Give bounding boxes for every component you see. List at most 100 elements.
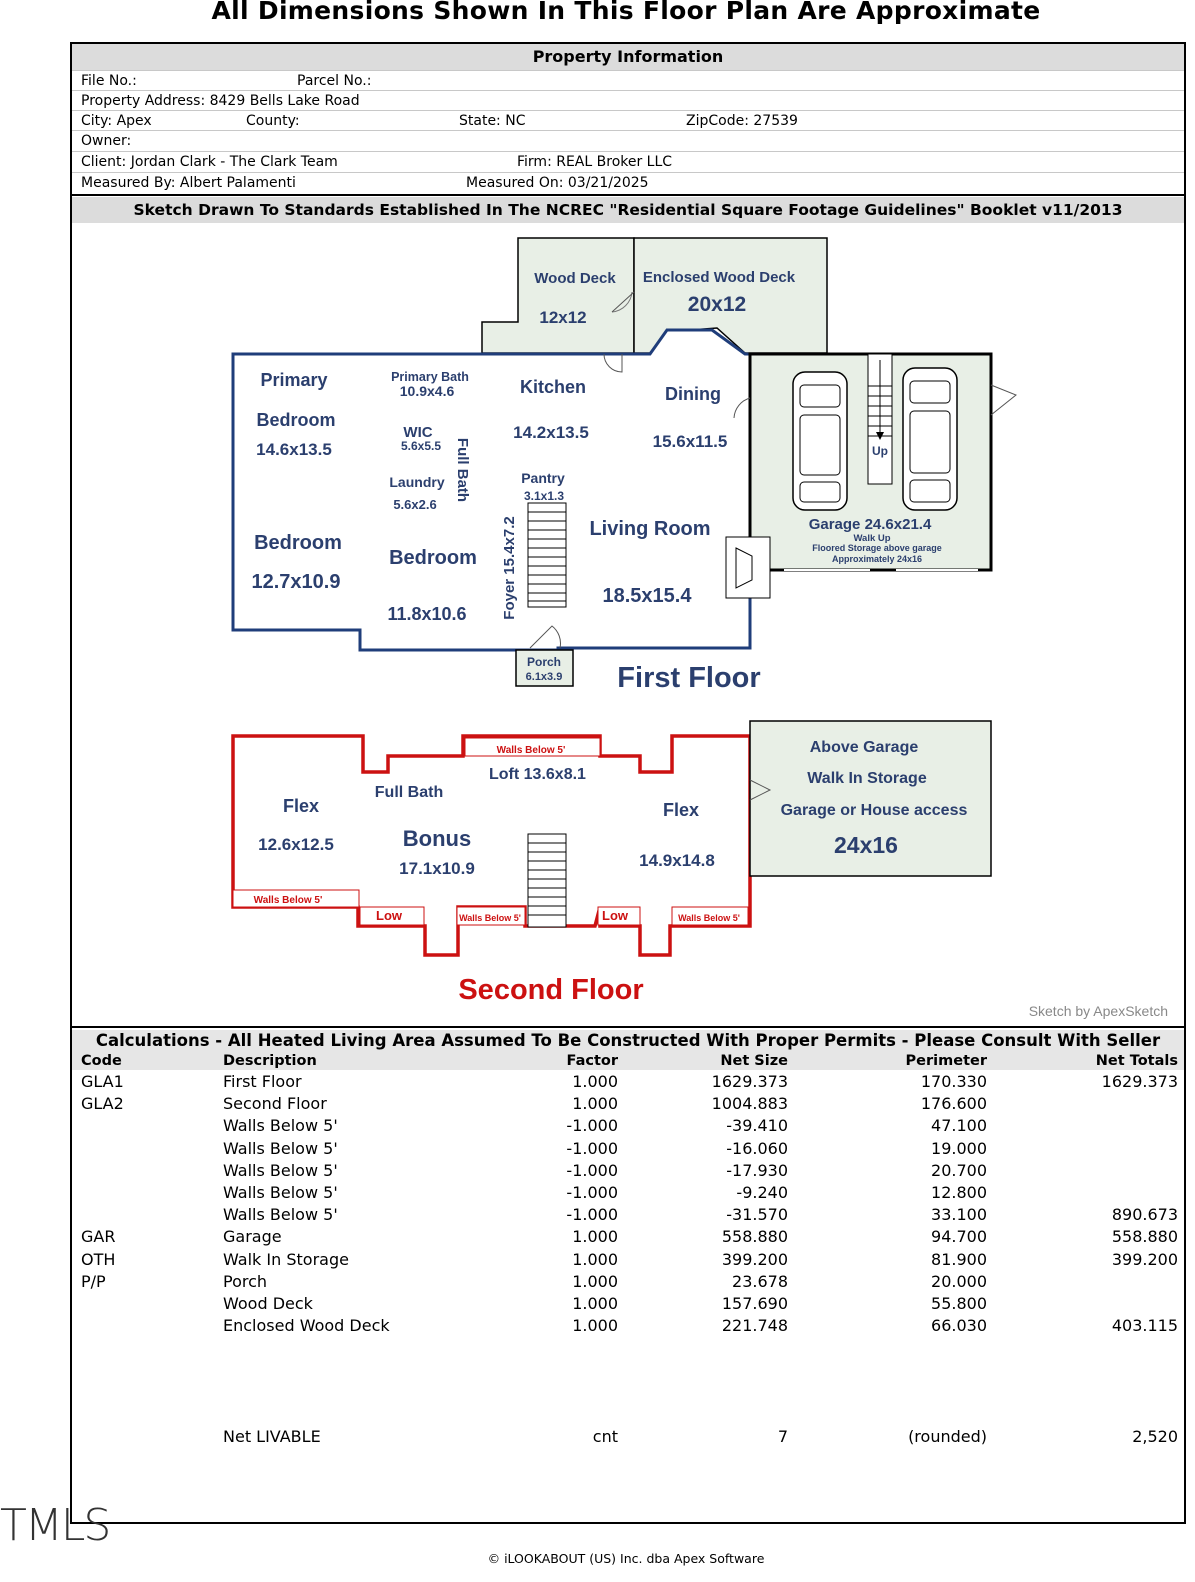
summary-description: Net LIVABLE	[223, 1427, 321, 1446]
cell-factor: -1.000	[566, 1116, 618, 1136]
cell-factor: -1.000	[566, 1160, 618, 1180]
prop-row-address: Property Address: 8429 Bells Lake Road	[72, 90, 1184, 111]
cell-perimeter: 33.100	[931, 1205, 987, 1225]
header-net-size: Net Size	[720, 1053, 788, 1069]
cell-description: Second Floor	[223, 1094, 327, 1114]
second-floor-stairs	[527, 833, 567, 928]
watermark-logo: TMLS	[0, 1500, 111, 1551]
cell-net-size: 23.678	[732, 1271, 788, 1291]
summary-perimeter: (rounded)	[908, 1427, 987, 1446]
primary-bath-dim: 10.9x4.6	[400, 383, 455, 399]
second-floor-outline	[231, 734, 752, 957]
owner: Owner:	[81, 133, 132, 149]
kitchen-label: Kitchen	[520, 377, 586, 397]
cell-net-size: -31.570	[726, 1205, 788, 1225]
cell-perimeter: 47.100	[931, 1116, 987, 1136]
dining-door	[733, 397, 751, 419]
cell-perimeter: 176.600	[920, 1094, 987, 1114]
cell-net-totals: 399.200	[1111, 1249, 1178, 1269]
header-net-totals: Net Totals	[1095, 1053, 1178, 1069]
walls-below-label: Walls Below 5'	[254, 895, 323, 906]
cell-description: Walls Below 5'	[223, 1138, 338, 1158]
pantry-dim: 3.1x1.3	[524, 489, 564, 503]
table-row: Walls Below 5' -1.000 -39.410 47.100	[72, 1115, 1184, 1137]
header-code: Code	[81, 1053, 122, 1069]
porch	[515, 649, 574, 687]
cell-description: Walls Below 5'	[223, 1205, 338, 1225]
cell-perimeter: 55.800	[931, 1294, 987, 1313]
bedroom-2-dim: 12.7x10.9	[252, 571, 341, 593]
standards-banner: Sketch Drawn To Standards Established In…	[72, 197, 1184, 223]
second-floor-labels: Loft 13.6x8.1 Flex 12.6x12.5 Full Bath B…	[258, 766, 715, 878]
second-floor-title: Second Floor	[458, 974, 643, 1006]
cell-factor: -1.000	[566, 1138, 618, 1158]
copyright: © iLOOKABOUT (US) Inc. dba Apex Software	[487, 1551, 765, 1566]
cell-factor: -1.000	[566, 1205, 618, 1225]
living-room-dim: 18.5x15.4	[603, 585, 693, 607]
bedroom-3-dim: 11.8x10.6	[387, 604, 466, 624]
pantry-label: Pantry	[521, 470, 565, 486]
low-wall-labels: Walls Below 5' Walls Below 5' Walls Belo…	[254, 745, 740, 1006]
cell-description: Wood Deck	[223, 1294, 313, 1313]
cell-net-size: -9.240	[736, 1183, 788, 1202]
state: State: NC	[459, 113, 526, 129]
cell-net-size: 558.880	[721, 1227, 788, 1247]
low-label: Low	[602, 908, 629, 923]
cell-perimeter: 81.900	[931, 1249, 987, 1269]
calculations-banner: Calculations - All Heated Living Area As…	[72, 1030, 1184, 1052]
measured-on: Measured On: 03/21/2025	[466, 175, 649, 191]
kitchen-door	[603, 353, 623, 373]
wic-dim: 5.6x5.5	[401, 439, 441, 453]
cell-net-size: -39.410	[726, 1116, 788, 1136]
garage-access-label: Garage or House access	[781, 802, 968, 819]
header-perimeter: Perimeter	[905, 1053, 987, 1069]
header-factor: Factor	[566, 1053, 618, 1069]
wood-deck	[481, 237, 635, 354]
prop-row-owner: Owner:	[72, 130, 1184, 151]
cell-perimeter: 20.700	[931, 1160, 987, 1180]
foyer-label: Foyer 15.4x7.2	[501, 516, 518, 619]
cell-net-size: -16.060	[726, 1138, 788, 1158]
city: City: Apex	[81, 113, 152, 129]
enclosed-deck-label: Enclosed Wood Deck	[643, 269, 796, 286]
cell-perimeter: 19.000	[931, 1138, 987, 1158]
cell-net-size: 1004.883	[711, 1094, 788, 1114]
first-floor-outline	[231, 328, 752, 652]
prop-row-measured: Measured By: Albert Palamenti Measured O…	[72, 172, 1184, 193]
fireplace	[725, 536, 771, 599]
bonus-dim: 17.1x10.9	[399, 859, 475, 878]
porch-label: Porch	[527, 655, 561, 669]
storage-dim: 24x16	[834, 832, 898, 858]
wood-deck-label: Wood Deck	[534, 270, 616, 287]
primary-bath-label: Primary Bath	[391, 370, 469, 384]
cell-factor: -1.000	[566, 1183, 618, 1202]
stairs-up-label: Up	[872, 444, 888, 458]
first-floor-labels: Wood Deck 12x12 Enclosed Wood Deck 20x12…	[252, 269, 968, 858]
summary-net-size: 7	[777, 1427, 788, 1446]
flex-2-dim: 14.9x14.8	[639, 851, 715, 870]
prop-row-file: File No.: Parcel No.:	[72, 70, 1184, 91]
floor-plan-sketch: Wood Deck 12x12 Enclosed Wood Deck 20x12…	[231, 237, 1168, 1019]
calc-header-row: Code Description Factor Net Size Perimet…	[72, 1052, 1184, 1070]
cell-perimeter: 170.330	[920, 1072, 987, 1091]
cell-perimeter: 66.030	[931, 1316, 987, 1336]
interior-stairs	[527, 502, 567, 608]
first-floor-title: First Floor	[617, 662, 760, 694]
summary-net-totals: 2,520	[1132, 1427, 1178, 1446]
primary-bedroom-label: Bedroom	[256, 410, 335, 430]
wic-label: WIC	[403, 424, 432, 441]
primary-bedroom-dim: 14.6x13.5	[256, 440, 332, 459]
primary-label: Primary	[260, 370, 327, 390]
dining-label: Dining	[665, 384, 721, 404]
cell-net-totals: 403.115	[1111, 1316, 1178, 1336]
cell-factor: 1.000	[572, 1249, 618, 1269]
cell-description: Walls Below 5'	[223, 1116, 338, 1136]
cell-description: Porch	[223, 1271, 268, 1291]
above-garage-label: Above Garage	[810, 739, 919, 756]
laundry-dim: 5.6x2.6	[393, 497, 436, 512]
